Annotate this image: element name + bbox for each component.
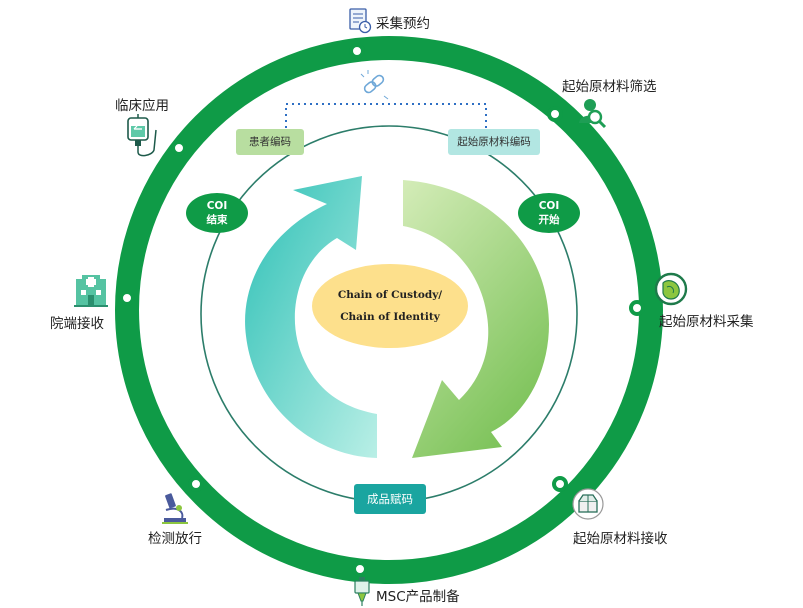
- coi-end-badge: COI 结束: [186, 193, 248, 233]
- coi-end-line1: COI: [206, 200, 228, 212]
- coi-end-line2: 结束: [206, 214, 228, 226]
- label-collection-booking: 采集预约: [376, 16, 430, 32]
- coi-start-line2: 开始: [538, 214, 560, 226]
- node-material-receipt: [552, 476, 568, 492]
- tissue-sample-icon: [654, 272, 688, 306]
- ring-nodes: [119, 43, 645, 577]
- hospital-building-icon: [74, 275, 108, 307]
- center-chain-oval: Chain of Custody/ Chain of Identity: [312, 264, 468, 348]
- iv-drip-icon: [127, 114, 157, 157]
- coi-start-line1: COI: [538, 200, 560, 212]
- teal-cycle-arrow: [245, 176, 377, 458]
- label-material-receipt: 起始原材料接收: [573, 531, 668, 547]
- tag-patient-code: 患者编码: [236, 129, 304, 155]
- node-testing-release: [188, 476, 204, 492]
- label-clinical-application: 临床应用: [115, 98, 169, 114]
- syringe-vial-icon: [354, 577, 370, 606]
- sparkle-icon: [360, 70, 389, 100]
- center-line2: Chain of Identity: [340, 311, 440, 323]
- code-link-connector: [285, 103, 487, 128]
- node-material-collection: [629, 300, 645, 316]
- person-search-icon: [579, 99, 607, 129]
- center-line1: Chain of Custody/: [337, 289, 443, 301]
- node-msc-manufacturing: [352, 561, 368, 577]
- tag-product-code: 成品赋码: [354, 484, 426, 514]
- tag-material-code: 起始原材料编码: [448, 129, 540, 155]
- document-clock-icon: [349, 8, 372, 34]
- node-material-screening: [547, 106, 563, 122]
- node-hospital-receipt: [119, 290, 135, 306]
- label-material-screening: 起始原材料筛选: [562, 79, 657, 95]
- package-box-icon: [572, 488, 604, 520]
- label-hospital-receipt: 院端接收: [50, 316, 104, 332]
- outer-ring: [115, 36, 663, 584]
- label-testing-release: 检测放行: [148, 531, 202, 547]
- green-cycle-arrow: [403, 180, 549, 458]
- label-material-collection: 起始原材料采集: [659, 314, 754, 330]
- coi-start-badge: COI 开始: [518, 193, 580, 233]
- microscope-icon: [162, 493, 188, 524]
- label-msc-manufacturing: MSC产品制备: [376, 589, 460, 605]
- chain-link-icon: [363, 74, 385, 94]
- node-collection-booking: [349, 43, 365, 59]
- node-clinical-application: [171, 140, 187, 156]
